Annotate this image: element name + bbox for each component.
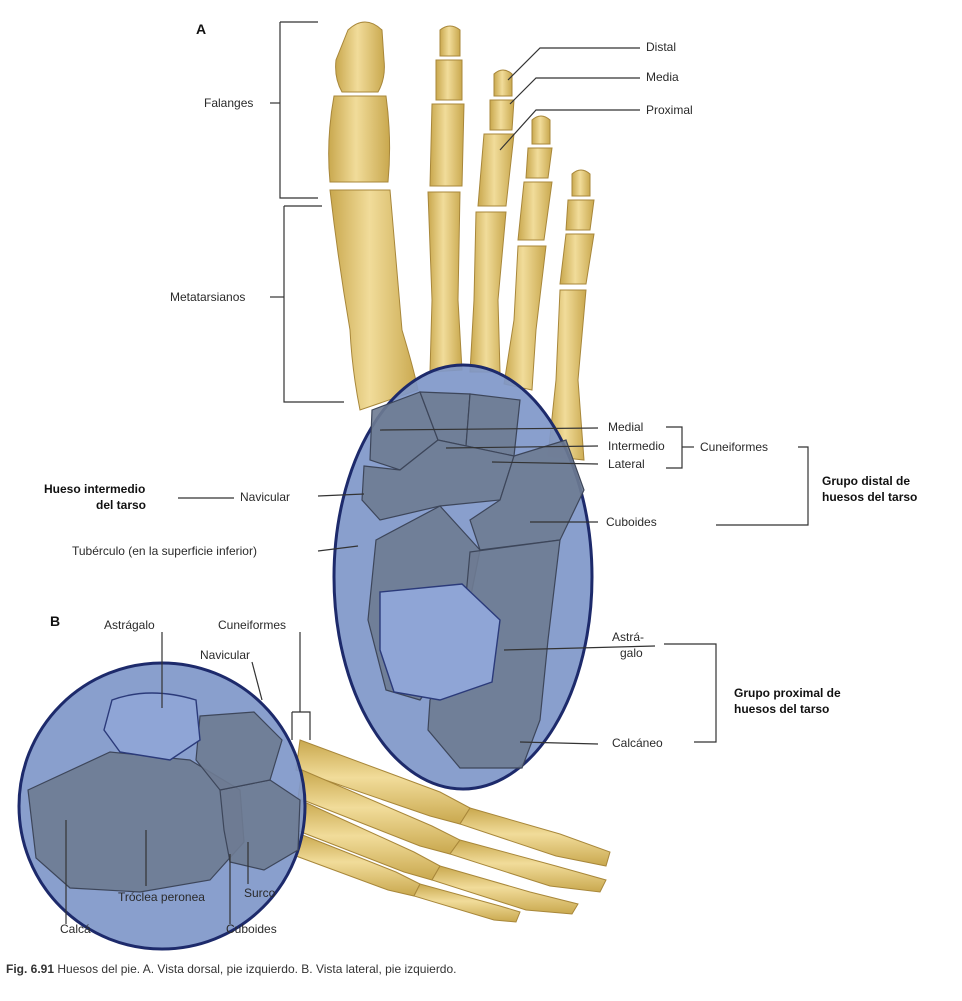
toe2-middle: [435, 59, 463, 101]
label-astragalo-1: Astrá-: [612, 630, 645, 644]
panel-a-letter: A: [196, 21, 207, 37]
label-media: Media: [646, 70, 679, 84]
panel-b-letter: B: [50, 613, 61, 629]
label-medial: Medial: [608, 420, 644, 434]
label-distal: Distal: [646, 40, 677, 54]
toe5-middle: [565, 199, 595, 231]
hallux-metatarsal: [329, 189, 419, 411]
hallux-distal-phalanx: [335, 21, 385, 93]
lateral-cuboid: [219, 779, 301, 871]
toe2-proximal: [429, 103, 465, 187]
figure-caption: Fig. 6.91 Huesos del pie. A. Vista dorsa…: [6, 962, 457, 976]
toe4-proximal: [517, 181, 553, 241]
toe3-proximal: [477, 133, 515, 207]
label-hueso-intermedio-2: del tarso: [96, 498, 147, 512]
label-calcaneo: Calcáneo: [612, 736, 663, 750]
lateral-phalanges-4: [413, 883, 521, 923]
toe4-middle: [525, 147, 553, 179]
toe2-metatarsal: [427, 191, 463, 373]
toe5-metatarsal: [547, 289, 587, 461]
toe3-distal: [493, 69, 513, 97]
label-b-surco: Surco: [244, 886, 276, 900]
label-grupo-distal-2: huesos del tarso: [822, 490, 918, 504]
label-proximal: Proximal: [646, 103, 693, 117]
talus-head: [379, 583, 501, 701]
label-b-navicular: Navicular: [200, 648, 251, 662]
toe5-proximal: [559, 233, 595, 285]
lateral-phalanges-2: [449, 839, 607, 893]
label-lateral: Lateral: [608, 457, 645, 471]
label-cuneiformes: Cuneiformes: [700, 440, 769, 454]
panel-b-tarsal-bones: [27, 711, 301, 893]
label-tuberculo: Tubérculo (en la superficie inferior): [72, 544, 257, 558]
label-b-cuneiformes: Cuneiformes: [218, 618, 287, 632]
panel-a-toe-bones: [328, 21, 595, 461]
hallux-proximal-phalanx: [328, 95, 391, 183]
label-b-calcaneo: Calcá: [60, 922, 91, 936]
label-b-astragalo: Astrágalo: [104, 618, 155, 632]
toe3-metatarsal: [469, 211, 507, 373]
label-astragalo-2: galo: [620, 646, 643, 660]
label-metatarsianos: Metatarsianos: [170, 290, 246, 304]
toe4-distal: [531, 115, 551, 145]
label-hueso-intermedio: Hueso intermedio: [44, 482, 146, 496]
label-grupo-proximal-2: huesos del tarso: [734, 702, 830, 716]
label-cuboides: Cuboides: [606, 515, 657, 529]
caption-text: Huesos del pie. A. Vista dorsal, pie izq…: [57, 962, 457, 976]
toe2-distal: [439, 25, 461, 57]
lateral-navicular: [195, 711, 283, 791]
lateral-talus: [103, 692, 201, 761]
label-falanges: Falanges: [204, 96, 254, 110]
label-b-troclea: Tróclea peronea: [118, 890, 205, 904]
label-b-cuboides: Cuboides: [226, 922, 277, 936]
toe3-middle: [489, 99, 515, 131]
label-navicular: Navicular: [240, 490, 291, 504]
label-grupo-proximal: Grupo proximal de: [734, 686, 841, 700]
caption-fig-number: Fig. 6.91: [6, 962, 55, 976]
label-intermedio: Intermedio: [608, 439, 665, 453]
panel-b-toe-bones: [295, 739, 611, 923]
toe4-metatarsal: [503, 245, 547, 391]
label-grupo-distal: Grupo distal de: [822, 474, 911, 488]
toe5-distal: [571, 169, 591, 197]
leader-lines: [65, 21, 809, 924]
lateral-phalanges-3: [431, 865, 579, 915]
lateral-phalanges-1: [459, 807, 611, 867]
